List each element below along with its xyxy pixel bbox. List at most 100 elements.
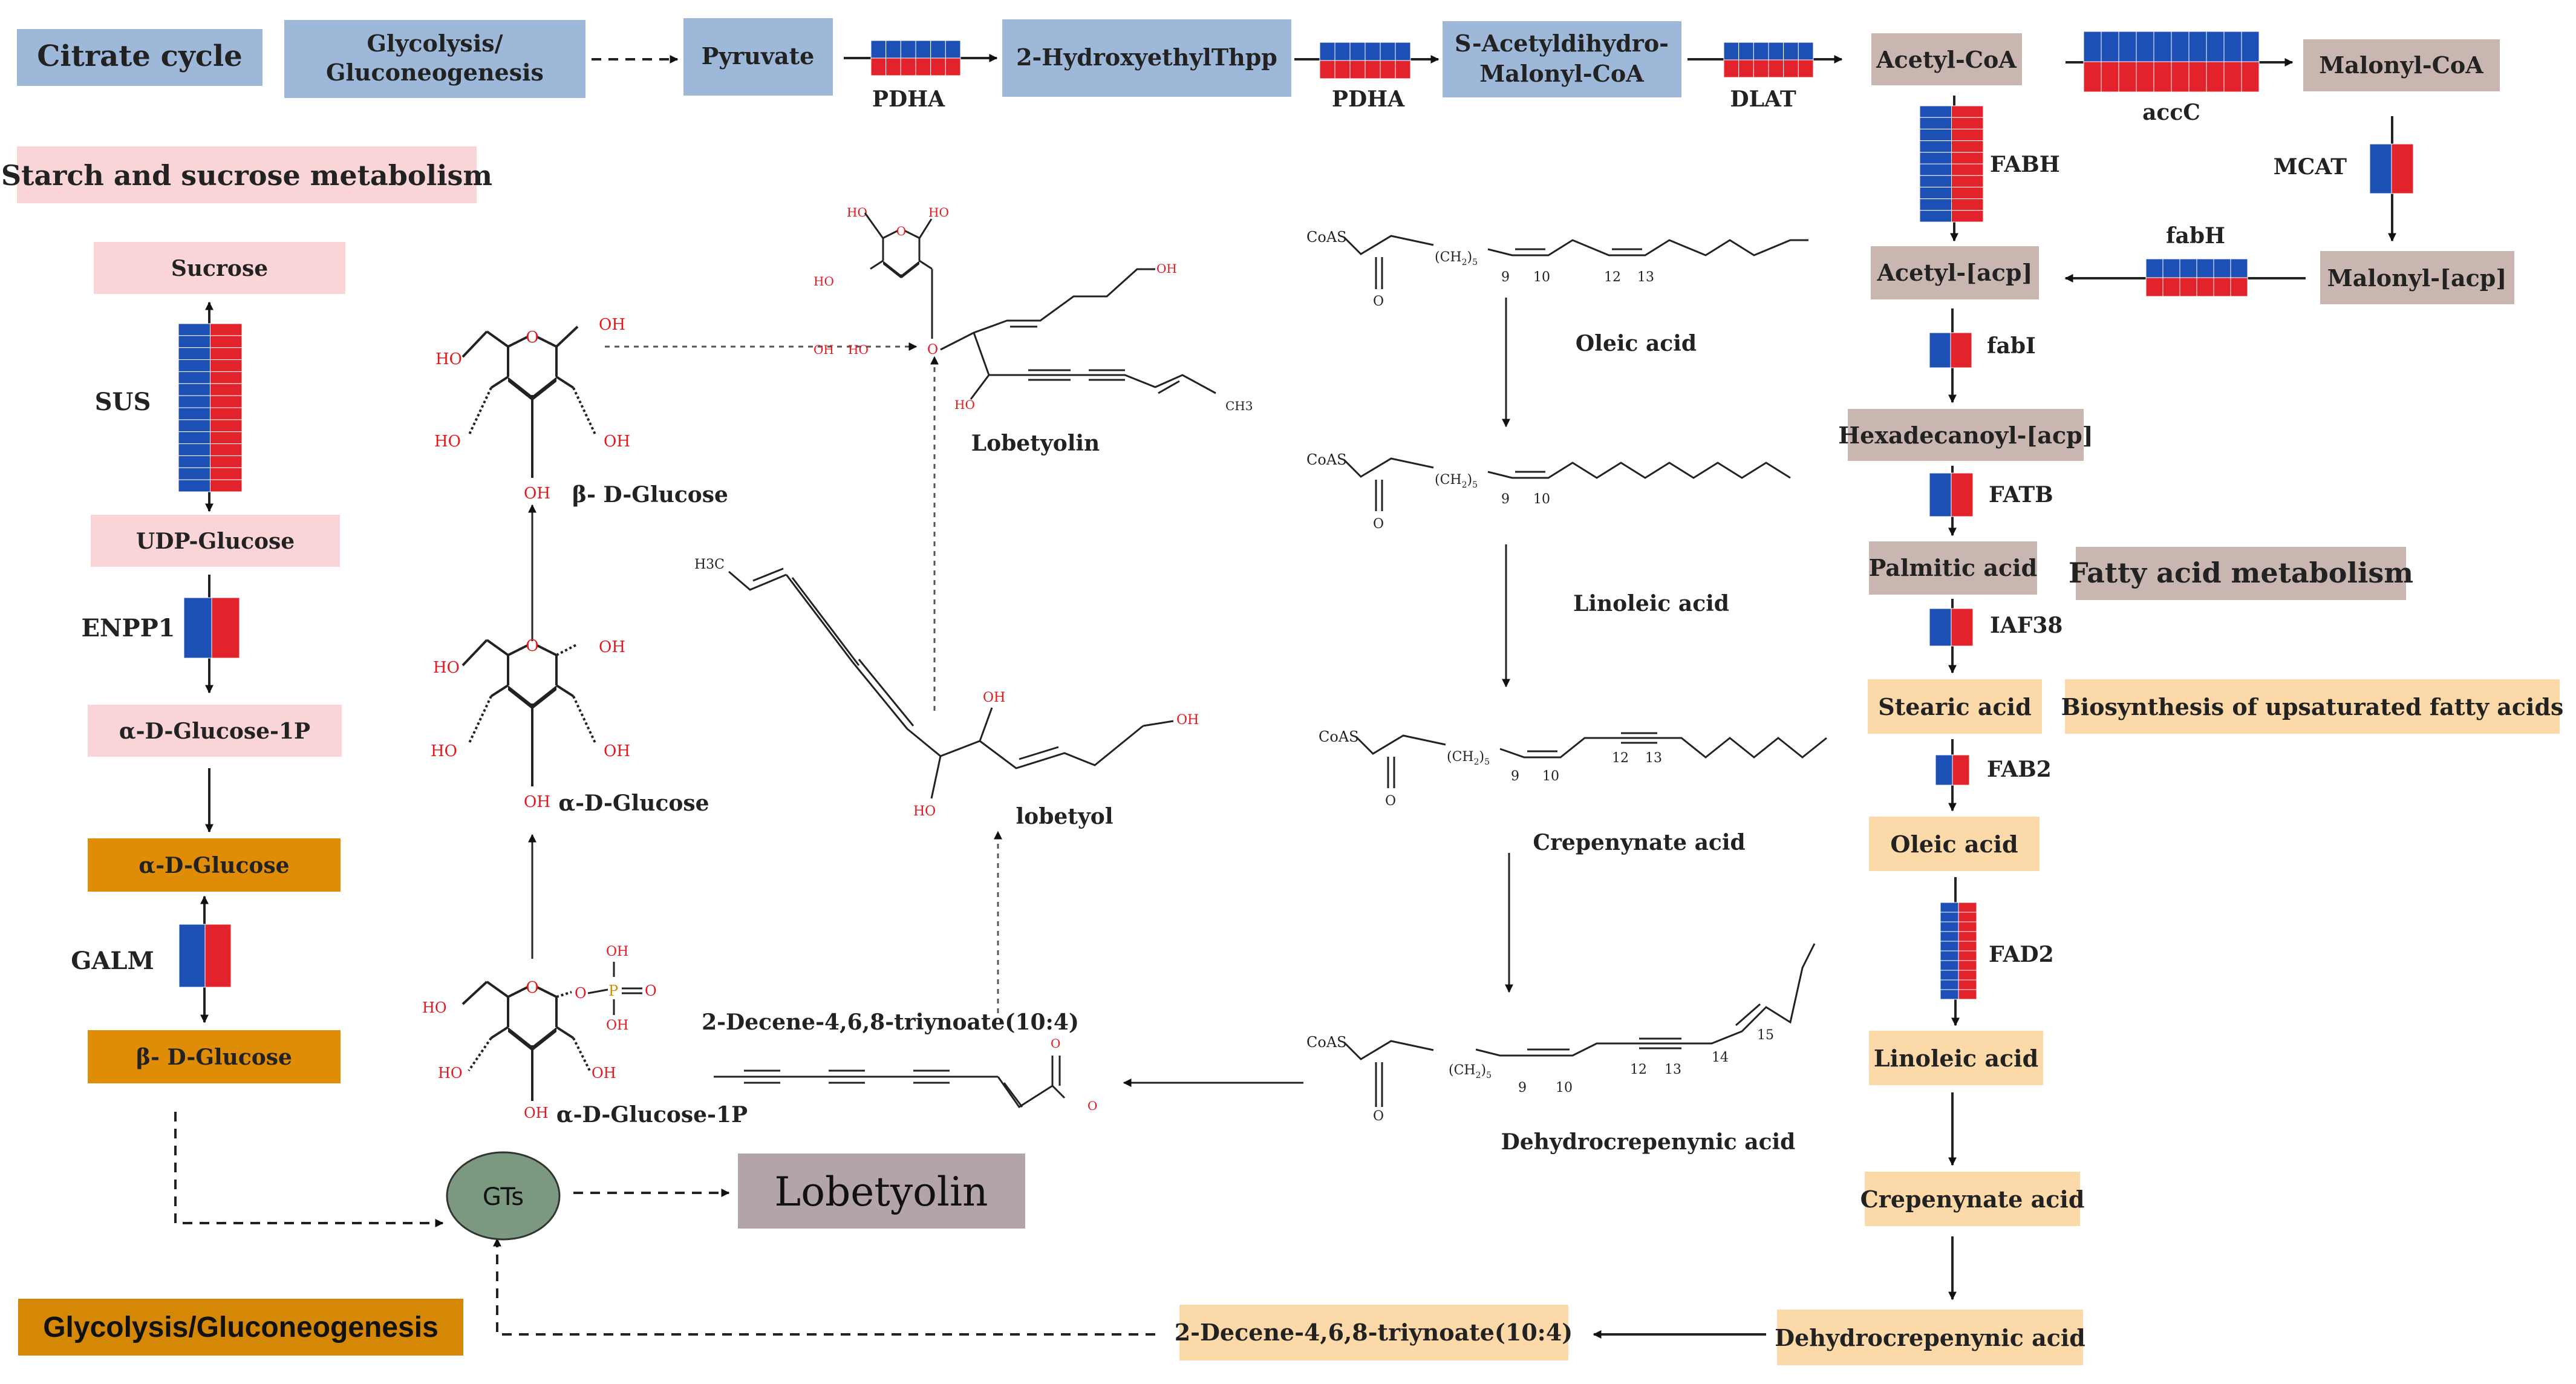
heatmap-cell: [204, 924, 232, 988]
heatmap-cell: [1380, 60, 1396, 79]
structure-lobetyol: H3C OH HO OH: [694, 557, 1199, 819]
heatmap-dlat: [1723, 42, 1814, 78]
heatmap-fab2: [1935, 754, 1970, 786]
heatmap-cell: [178, 359, 210, 372]
svg-text:HO: HO: [434, 432, 461, 451]
svg-text:OH: OH: [604, 742, 630, 760]
svg-text:9: 9: [1511, 769, 1519, 784]
heatmap-cell: [1940, 941, 1959, 952]
heatmap-cell: [178, 455, 210, 468]
heatmap-cell: [1929, 332, 1951, 368]
svg-text:α-D-Glucose-1P: α-D-Glucose-1P: [119, 719, 310, 744]
heatmap-cell: [930, 40, 946, 59]
label-lobetyolin: Lobetyolin: [971, 431, 1100, 456]
heatmap-cell: [2188, 61, 2207, 93]
heatmap-cell: [1929, 608, 1952, 647]
svg-text:Citrate cycle: Citrate cycle: [37, 39, 243, 73]
svg-text:2-Decene-4,6,8-triynoate(10:4): 2-Decene-4,6,8-triynoate(10:4): [1175, 1319, 1573, 1346]
svg-text:12: 12: [1604, 270, 1621, 285]
svg-text:9: 9: [1501, 492, 1510, 507]
svg-text:14: 14: [1712, 1050, 1729, 1065]
label-b-glucose: β- D-Glucose: [572, 482, 728, 508]
heatmap-cell: [1768, 59, 1784, 78]
crepenynate-acid-node: Crepenynate acid: [1860, 1172, 2084, 1226]
heatmap-cell: [2241, 31, 2260, 62]
heatmap-cell: [1951, 105, 1984, 118]
heatmap-cell: [1951, 175, 1984, 188]
heatmap-cell: [2171, 31, 2190, 62]
label-lobetyol: lobetyol: [1016, 804, 1114, 829]
sucrose-node: Sucrose: [94, 242, 345, 294]
heatmap-fabh-upper: [1919, 105, 1984, 223]
svg-text:Pyruvate: Pyruvate: [702, 42, 815, 70]
a-glucose-node: α-D-Glucose: [88, 838, 341, 892]
heatmap-cell: [178, 443, 210, 456]
malonyl-acp-node: Malonyl-[acp]: [2320, 251, 2514, 304]
heatmap-cell: [1334, 60, 1351, 79]
svg-text:O: O: [1051, 1036, 1060, 1051]
heatmap-cell: [2223, 31, 2242, 62]
heatmap-cell: [2118, 31, 2137, 62]
fatty-acid-metabolism-header: Fatty acid metabolism: [2069, 547, 2413, 600]
heatmap-cell: [210, 359, 243, 372]
heatmap-cell: [1365, 60, 1381, 79]
oleic-acid-node: Oleic acid: [1869, 817, 2040, 871]
heatmap-cell: [1958, 912, 1977, 922]
heatmap-cell: [2153, 61, 2172, 93]
heatmap-cell: [1738, 59, 1754, 78]
gene-label-pdha-2: PDHA: [1332, 86, 1405, 112]
label-linoleic-structure: Linoleic acid: [1573, 591, 1729, 616]
b-glucose-node: β- D-Glucose: [88, 1030, 341, 1083]
lobetyolin-box: Lobetyolin: [738, 1154, 1025, 1229]
heatmap-cell: [2136, 61, 2154, 93]
heatmap-cell: [1940, 989, 1959, 1000]
linoleic-acid-node: Linoleic acid: [1869, 1031, 2043, 1085]
svg-text:(CH2)5: (CH2)5: [1435, 250, 1478, 267]
label-crepenynate-structure: Crepenynate acid: [1533, 830, 1745, 855]
heatmap-cell: [2083, 61, 2102, 93]
heatmap-cell: [2391, 143, 2414, 194]
heatmap-cell: [915, 57, 931, 76]
svg-text:OH: OH: [604, 432, 630, 451]
heatmap-cell: [1952, 754, 1970, 786]
sacetyl-node: S-Acetyldihydro- Malonyl-CoA: [1443, 21, 1681, 97]
heatmap-cell: [210, 443, 243, 456]
structure-lobetyolin: O HO HO HO OH HO O OH HO CH3: [814, 205, 1253, 413]
heatmap-cell: [178, 335, 210, 348]
structure-a-glucose-1p: O HO O P OH O OH HO OH OH: [422, 944, 657, 1121]
svg-text:Dehydrocrepenynic acid: Dehydrocrepenynic acid: [1775, 1324, 2085, 1351]
heatmap-fatb: [1929, 472, 1974, 517]
heatmap-cell: [1958, 941, 1977, 952]
heatmap-cell: [1940, 912, 1959, 922]
svg-text:S-Acetyldihydro-: S-Acetyldihydro-: [1455, 30, 1669, 57]
heatmap-fad2: [1940, 902, 1977, 1000]
svg-text:Stearic acid: Stearic acid: [1878, 693, 2031, 720]
svg-text:HO: HO: [438, 1065, 463, 1082]
svg-text:Acetyl-[acp]: Acetyl-[acp]: [1877, 259, 2033, 286]
heatmap-cell: [1950, 332, 1972, 368]
arrow-bglucose-gts: [174, 1112, 444, 1227]
heatmap-cell: [2230, 258, 2248, 278]
heatmap-cell: [1798, 59, 1814, 78]
glycolysis-bottom-header: Glycolysis/Gluconeogenesis: [18, 1299, 463, 1356]
arrow-decene-gts: [493, 1238, 1155, 1336]
svg-text:Palmitic acid: Palmitic acid: [1869, 554, 2037, 581]
heatmap-cell: [1395, 42, 1411, 61]
svg-text:O: O: [1385, 794, 1396, 809]
label-decene-structure: 2-Decene-4,6,8-triynoate(10:4): [702, 1010, 1079, 1035]
svg-text:HO: HO: [848, 342, 869, 357]
heatmap-cell: [2162, 277, 2180, 297]
heatmap-cell: [210, 419, 243, 432]
heatmap-cell: [1958, 931, 1977, 942]
heatmap-cell: [2145, 277, 2164, 297]
heatmap-cell: [1951, 128, 1984, 142]
heatmap-cell: [210, 335, 243, 348]
svg-text:2-HydroxyethylThpp: 2-HydroxyethylThpp: [1016, 44, 1277, 71]
heatmap-cell: [1919, 140, 1952, 153]
heatmap-cell: [1319, 60, 1335, 79]
svg-text:CoAS: CoAS: [1306, 451, 1347, 468]
heatmap-cell: [210, 383, 243, 396]
acetyl-acp-node: Acetyl-[acp]: [1871, 246, 2039, 299]
decene-node: 2-Decene-4,6,8-triynoate(10:4): [1175, 1305, 1573, 1360]
svg-text:12: 12: [1612, 751, 1629, 766]
